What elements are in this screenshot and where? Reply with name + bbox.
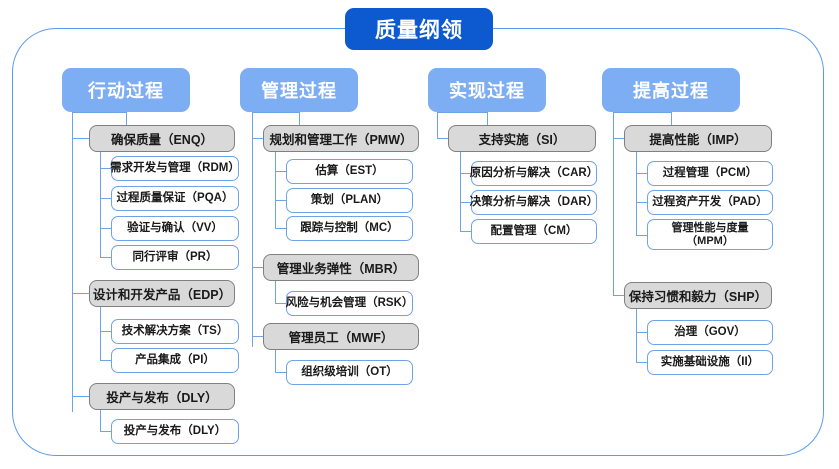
stem-si [460, 152, 462, 231]
branch-col4-g1 [613, 138, 625, 140]
leaf-ts[interactable]: 技术解决方案（TS） [111, 319, 239, 344]
leaf-cm[interactable]: 配置管理（CM） [471, 219, 597, 244]
leaf-rsk[interactable]: 风险与机会管理（RSK） [286, 291, 413, 316]
tick-edp-2 [100, 360, 112, 362]
group-box-imp[interactable]: 提高性能（IMP） [624, 125, 772, 152]
column-header-1[interactable]: 行动过程 [62, 68, 190, 112]
column-header-2[interactable]: 管理过程 [240, 68, 358, 112]
tick-si-3 [460, 231, 472, 233]
column-header-4[interactable]: 提高过程 [602, 68, 740, 112]
tick-imp-2 [636, 202, 648, 204]
stem-edp [100, 307, 102, 360]
branch-col1-g3 [72, 396, 90, 398]
leaf-vv[interactable]: 验证与确认（VV） [111, 216, 239, 241]
tick-si-1 [460, 173, 472, 175]
leaf-pad[interactable]: 过程资产开发（PAD） [647, 190, 773, 215]
tick-enq-1 [100, 168, 112, 170]
branch-col4-g2 [613, 295, 625, 297]
branch-col2-g2 [252, 267, 264, 269]
tick-edp-1 [100, 331, 112, 333]
leaf-est[interactable]: 估算（EST） [286, 159, 413, 184]
stem-pmw [275, 152, 277, 228]
stem-mbr [275, 281, 277, 303]
root-title-box: 质量纲领 [345, 8, 493, 50]
trunk-line-col3 [437, 112, 439, 138]
branch-col1-g2 [72, 293, 90, 295]
branch-col2-g3 [252, 336, 264, 338]
column-header-3[interactable]: 实现过程 [428, 68, 546, 112]
leaf-pi[interactable]: 产品集成（PI） [111, 348, 239, 373]
tick-pmw-2 [275, 200, 287, 202]
group-box-edp[interactable]: 设计和开发产品（EDP） [89, 280, 235, 307]
leaf-rdm[interactable]: 需求开发与管理（RDM） [110, 156, 240, 181]
group-box-pmw[interactable]: 规划和管理工作（PMW） [263, 125, 419, 152]
group-box-mbr[interactable]: 管理业务弹性（MBR） [263, 254, 419, 281]
tick-pmw-1 [275, 171, 287, 173]
group-box-shp[interactable]: 保持习惯和毅力（SHP） [624, 282, 772, 309]
group-box-dly[interactable]: 投产与发布（DLY） [89, 383, 235, 410]
trunk-top-col2 [252, 112, 299, 114]
trunk-top-col1 [72, 112, 126, 114]
leaf-dly[interactable]: 投产与发布（DLY） [111, 419, 239, 444]
leaf-mc[interactable]: 跟踪与控制（MC） [286, 216, 413, 241]
leaf-plan[interactable]: 策划（PLAN） [286, 188, 413, 213]
branch-col3-g1 [437, 138, 449, 140]
leaf-ot[interactable]: 组织级培训（OT） [286, 360, 413, 385]
leaf-ii[interactable]: 实施基础设施（II） [647, 350, 773, 375]
stem-imp [636, 152, 638, 235]
leaf-car[interactable]: 原因分析与解决（CAR） [470, 161, 598, 186]
tick-enq-4 [100, 257, 112, 259]
tick-mbr-1 [275, 303, 287, 305]
group-box-enq[interactable]: 确保质量（ENQ） [89, 125, 235, 152]
trunk-top-col4 [613, 112, 671, 114]
tick-dly-1 [100, 431, 112, 433]
tick-imp-1 [636, 173, 648, 175]
trunk-line-col4 [613, 112, 615, 295]
tick-shp-1 [636, 332, 648, 334]
group-box-mwf[interactable]: 管理员工（MWF） [263, 323, 419, 350]
leaf-pqa[interactable]: 过程质量保证（PQA） [111, 186, 239, 211]
leaf-gov[interactable]: 治理（GOV） [647, 320, 773, 345]
stem-mwf [275, 350, 277, 372]
leaf-mpm[interactable]: 管理性能与度量（MPM） [647, 219, 773, 250]
group-box-si[interactable]: 支持实施（SI） [448, 125, 596, 152]
leaf-dar[interactable]: 决策分析与解决（DAR） [470, 190, 598, 215]
tick-mwf-1 [275, 372, 287, 374]
trunk-line-col1 [72, 112, 74, 412]
tick-shp-2 [636, 362, 648, 364]
branch-col1-g1 [72, 138, 90, 140]
trunk-line-col2 [252, 112, 254, 347]
tick-imp-3 [636, 235, 648, 237]
trunk-top-col3 [437, 112, 487, 114]
stem-dly [100, 410, 102, 431]
stem-enq [100, 152, 102, 257]
branch-col2-g1 [252, 138, 264, 140]
tick-pmw-3 [275, 228, 287, 230]
leaf-pr[interactable]: 同行评审（PR） [111, 245, 239, 270]
leaf-pcm[interactable]: 过程管理（PCM） [647, 161, 773, 186]
stem-shp [636, 309, 638, 362]
tick-enq-3 [100, 228, 112, 230]
tick-si-2 [460, 202, 472, 204]
tick-enq-2 [100, 198, 112, 200]
